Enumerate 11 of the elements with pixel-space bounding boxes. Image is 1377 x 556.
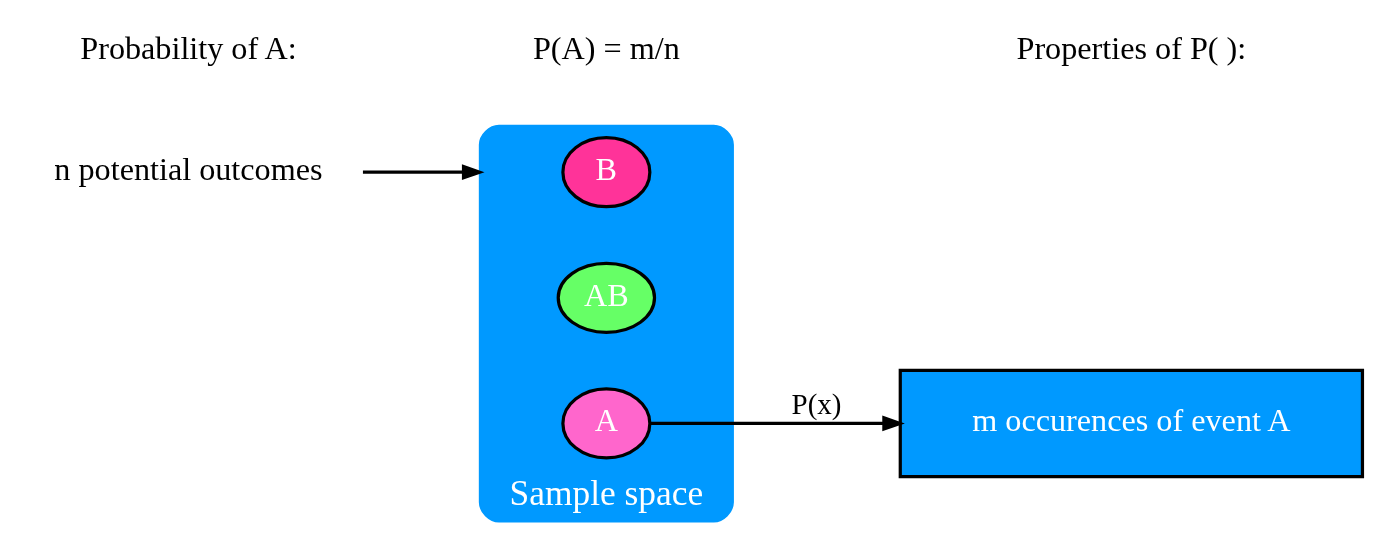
arrow	[650, 415, 905, 431]
node-ellipse: A	[561, 386, 652, 460]
label: Probability of A:	[80, 29, 297, 66]
node-ellipse: AB	[556, 261, 657, 334]
arrow	[362, 163, 485, 180]
node-box: m occurences of event A	[898, 368, 1365, 478]
node-text: n potential outcomes	[54, 150, 323, 187]
edge-label: P(x)	[791, 387, 842, 420]
node-ellipse: B	[561, 135, 652, 208]
label: P(A) = m/n	[532, 29, 680, 66]
label: Properties of P( ):	[1016, 29, 1247, 66]
